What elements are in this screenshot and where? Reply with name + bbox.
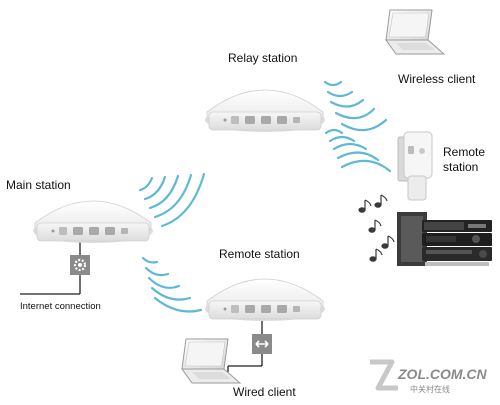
wireless-client-label: Wireless client: [398, 72, 476, 86]
wireless-client-laptop-icon: [385, 9, 445, 55]
remote-station-side-label-line2: station: [443, 160, 479, 174]
ethernet-port-icon: [252, 334, 272, 354]
music-notes-icon: [358, 194, 395, 262]
remote-station-bottom-label: Remote station: [219, 247, 300, 261]
wifi-waves-icon: [138, 80, 392, 313]
cable-lines: [20, 242, 263, 372]
main-station-label: Main station: [6, 178, 71, 192]
remote-station-router-icon: [204, 278, 326, 322]
internet-connection-label: Internet connection: [20, 301, 101, 312]
remote-station-side-label-line1: Remote: [443, 145, 486, 159]
stereo-icon: [397, 212, 492, 266]
gear-port-icon: [70, 255, 90, 275]
zol-logo-icon: [370, 359, 398, 391]
watermark-tagline: 中关村在线: [410, 385, 450, 394]
wall-plug-router-icon: [397, 131, 433, 201]
wired-client-label: Wired client: [233, 385, 296, 399]
main-station-router-icon: [32, 200, 154, 244]
wired-client-laptop-icon: [181, 338, 241, 384]
watermark-site: ZOL.COM.CN: [398, 366, 487, 382]
relay-station-router-icon: [204, 89, 326, 133]
relay-station-label: Relay station: [228, 51, 298, 65]
